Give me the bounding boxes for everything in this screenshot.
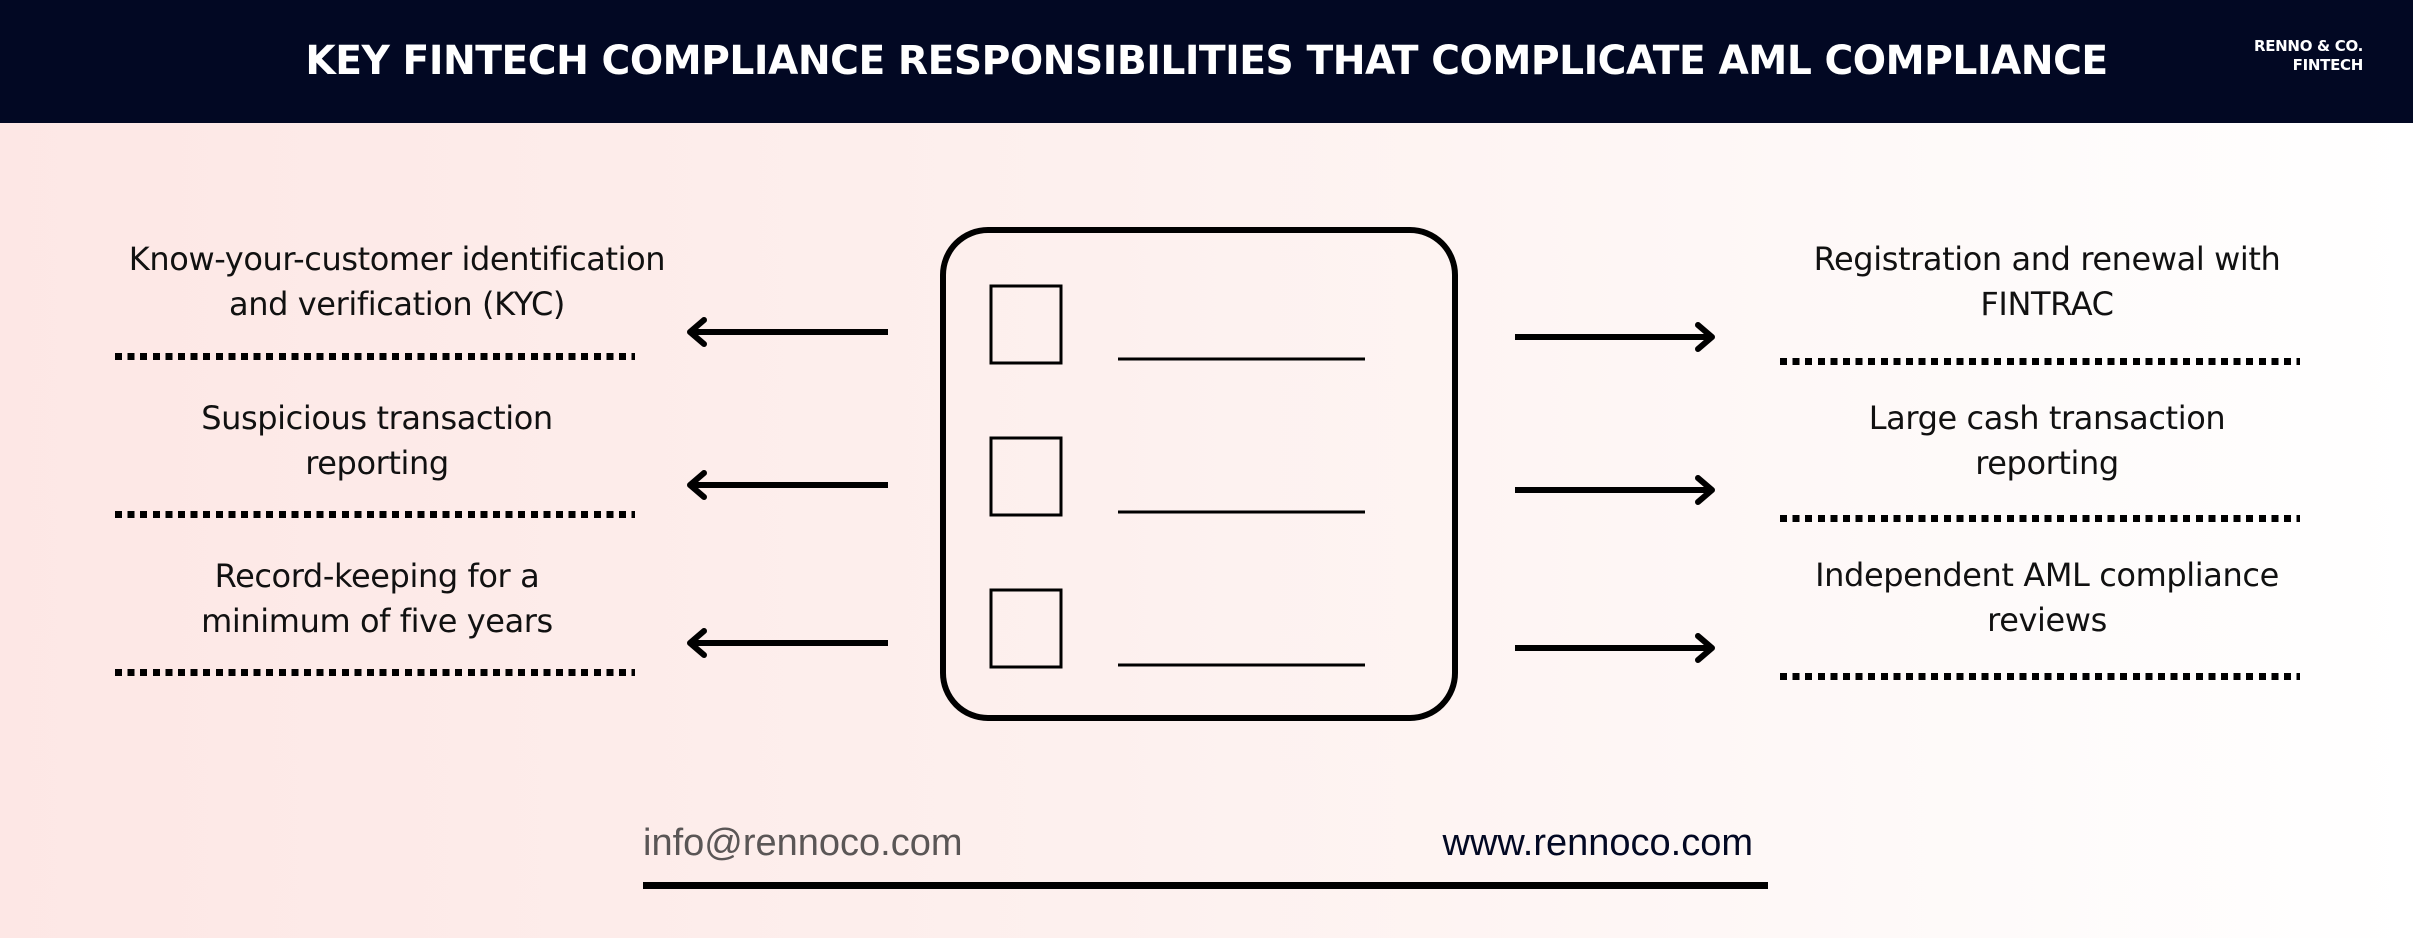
logo-line-2: FINTECH [2292, 56, 2364, 74]
item-line-2: and verification (KYC) [228, 285, 566, 323]
arrow-left-icon [687, 628, 888, 658]
item-line-2: minimum of five years [201, 602, 553, 640]
item-line-2: reporting [1975, 444, 2119, 482]
dotted-divider [1780, 515, 2300, 522]
arrow-right-icon [1515, 322, 1715, 352]
header-bar: KEY FINTECH COMPLIANCE RESPONSIBILITIES … [0, 0, 2413, 123]
logo-line-1: RENNO & CO. [2253, 37, 2363, 55]
company-logo: RENNO & CO. FINTECH [2254, 37, 2363, 75]
right-item-large-cash-transaction: Large cash transaction reporting [1767, 396, 2327, 486]
right-item-fintrac-registration: Registration and renewal with FINTRAC [1767, 237, 2327, 327]
item-line-1: Record-keeping for a [214, 557, 540, 595]
item-line-1: Know-your-customer identification [128, 240, 666, 278]
item-line-1: Large cash transaction [1868, 399, 2226, 437]
left-item-suspicious-transaction: Suspicious transaction reporting [97, 396, 657, 486]
dotted-divider [115, 511, 635, 518]
arrow-left-icon [687, 317, 888, 347]
arrow-right-icon [1515, 475, 1715, 505]
dotted-divider [115, 353, 635, 360]
arrow-right-icon [1515, 633, 1715, 663]
right-item-aml-reviews: Independent AML compliance reviews [1767, 553, 2327, 643]
footer-underline [643, 882, 1768, 889]
item-line-1: Independent AML compliance [1815, 556, 2279, 594]
item-line-1: Suspicious transaction [201, 399, 553, 437]
item-line-2: reporting [305, 444, 449, 482]
dotted-divider [115, 669, 635, 676]
page-title: KEY FINTECH COMPLIANCE RESPONSIBILITIES … [305, 38, 2108, 84]
item-line-2: reviews [1987, 601, 2107, 639]
left-item-kyc: Know-your-customer identification and ve… [117, 237, 677, 327]
dotted-divider [1780, 358, 2300, 365]
website-link[interactable]: www.rennoco.com [1442, 822, 1753, 864]
contact-email[interactable]: info@rennoco.com [643, 822, 963, 864]
left-item-record-keeping: Record-keeping for a minimum of five yea… [97, 554, 657, 644]
arrow-left-icon [687, 470, 888, 500]
item-line-1: Registration and renewal with [1813, 240, 2281, 278]
dotted-divider [1780, 673, 2300, 680]
checklist-clipboard-icon [940, 227, 1458, 721]
item-line-2: FINTRAC [1980, 285, 2114, 323]
